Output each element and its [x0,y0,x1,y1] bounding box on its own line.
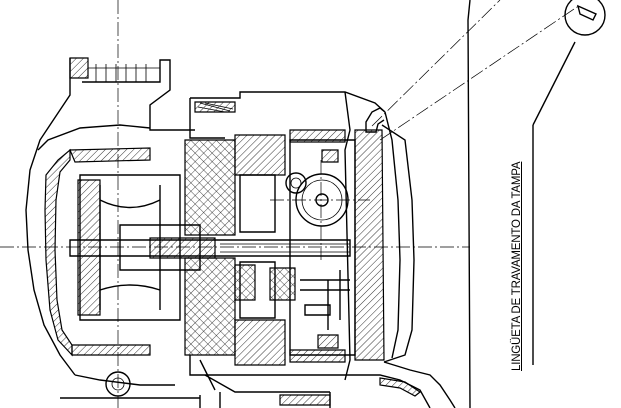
pump-housing [25,57,201,408]
annotation-leader [467,0,606,408]
shaft [69,237,351,259]
electronics-housing [285,107,456,408]
motor-body [184,91,386,408]
annotation-label: LINGÜETA DE TRAVAMENTO DA TAMPA [511,161,523,371]
